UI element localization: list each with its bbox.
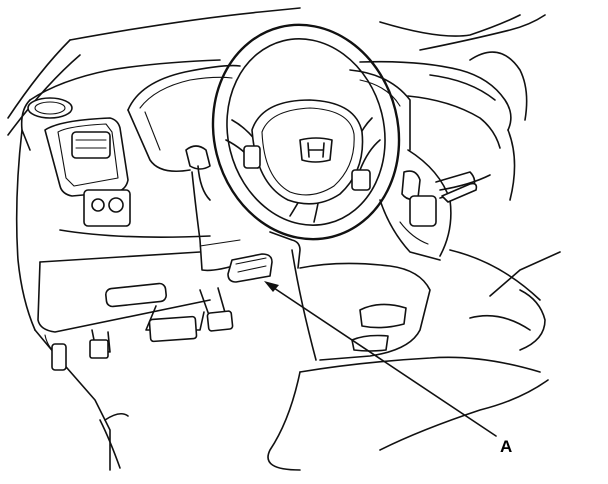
brake-pedal xyxy=(206,310,234,332)
center-vent-left xyxy=(71,131,111,159)
passenger-dash xyxy=(439,51,561,351)
windshield-frame xyxy=(7,7,546,136)
hood-release-slot xyxy=(105,282,167,308)
dashboard-top xyxy=(20,59,512,151)
gas-pedal xyxy=(148,315,198,343)
pedals xyxy=(89,287,234,359)
door-lock-switch xyxy=(51,343,67,371)
shift-lever xyxy=(409,195,437,227)
wheel-switch-right xyxy=(351,169,371,191)
right-stalk xyxy=(401,170,421,201)
left-air-vent xyxy=(27,97,73,119)
floor-area xyxy=(99,356,549,471)
console-cubby xyxy=(359,303,407,329)
lower-dash-left xyxy=(37,229,211,333)
honda-logo-icon xyxy=(299,137,333,163)
left-stalk xyxy=(185,145,211,170)
wheel-switch-left xyxy=(243,145,261,169)
airbag-hub xyxy=(251,99,364,205)
left-console-bezel xyxy=(44,117,131,227)
column-stalks xyxy=(185,145,421,201)
steering-wheel xyxy=(211,23,401,241)
callout-arrowhead xyxy=(264,281,279,292)
passenger-vent xyxy=(441,182,478,203)
callout-label: A xyxy=(500,437,513,456)
callout-a-leader xyxy=(264,281,497,437)
dlc-connector xyxy=(227,253,273,283)
parking-pedal xyxy=(89,339,109,359)
